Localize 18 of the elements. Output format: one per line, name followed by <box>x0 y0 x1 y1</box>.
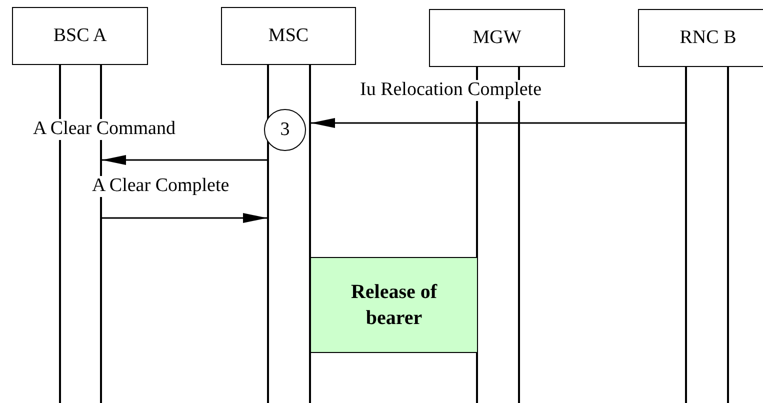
participant-box: MSC <box>221 7 356 65</box>
message-arrow <box>311 118 685 128</box>
lifeline <box>59 65 61 403</box>
lifeline <box>685 67 687 403</box>
message-label: Iu Relocation Complete <box>360 80 542 101</box>
message-label: A Clear Command <box>33 119 176 140</box>
lifeline <box>727 67 729 403</box>
message-arrow <box>102 213 267 223</box>
lifeline <box>518 67 520 403</box>
participant-box: BSC A <box>12 7 148 65</box>
participant-box: MGW <box>429 9 565 67</box>
step-number-circle: 3 <box>264 109 306 151</box>
lifeline <box>267 65 269 403</box>
process-box: Release of bearer <box>310 257 478 353</box>
message-arrow <box>102 155 267 165</box>
lifeline <box>100 65 102 403</box>
participant-box: RNC B <box>638 9 763 67</box>
message-label: A Clear Complete <box>92 176 230 197</box>
